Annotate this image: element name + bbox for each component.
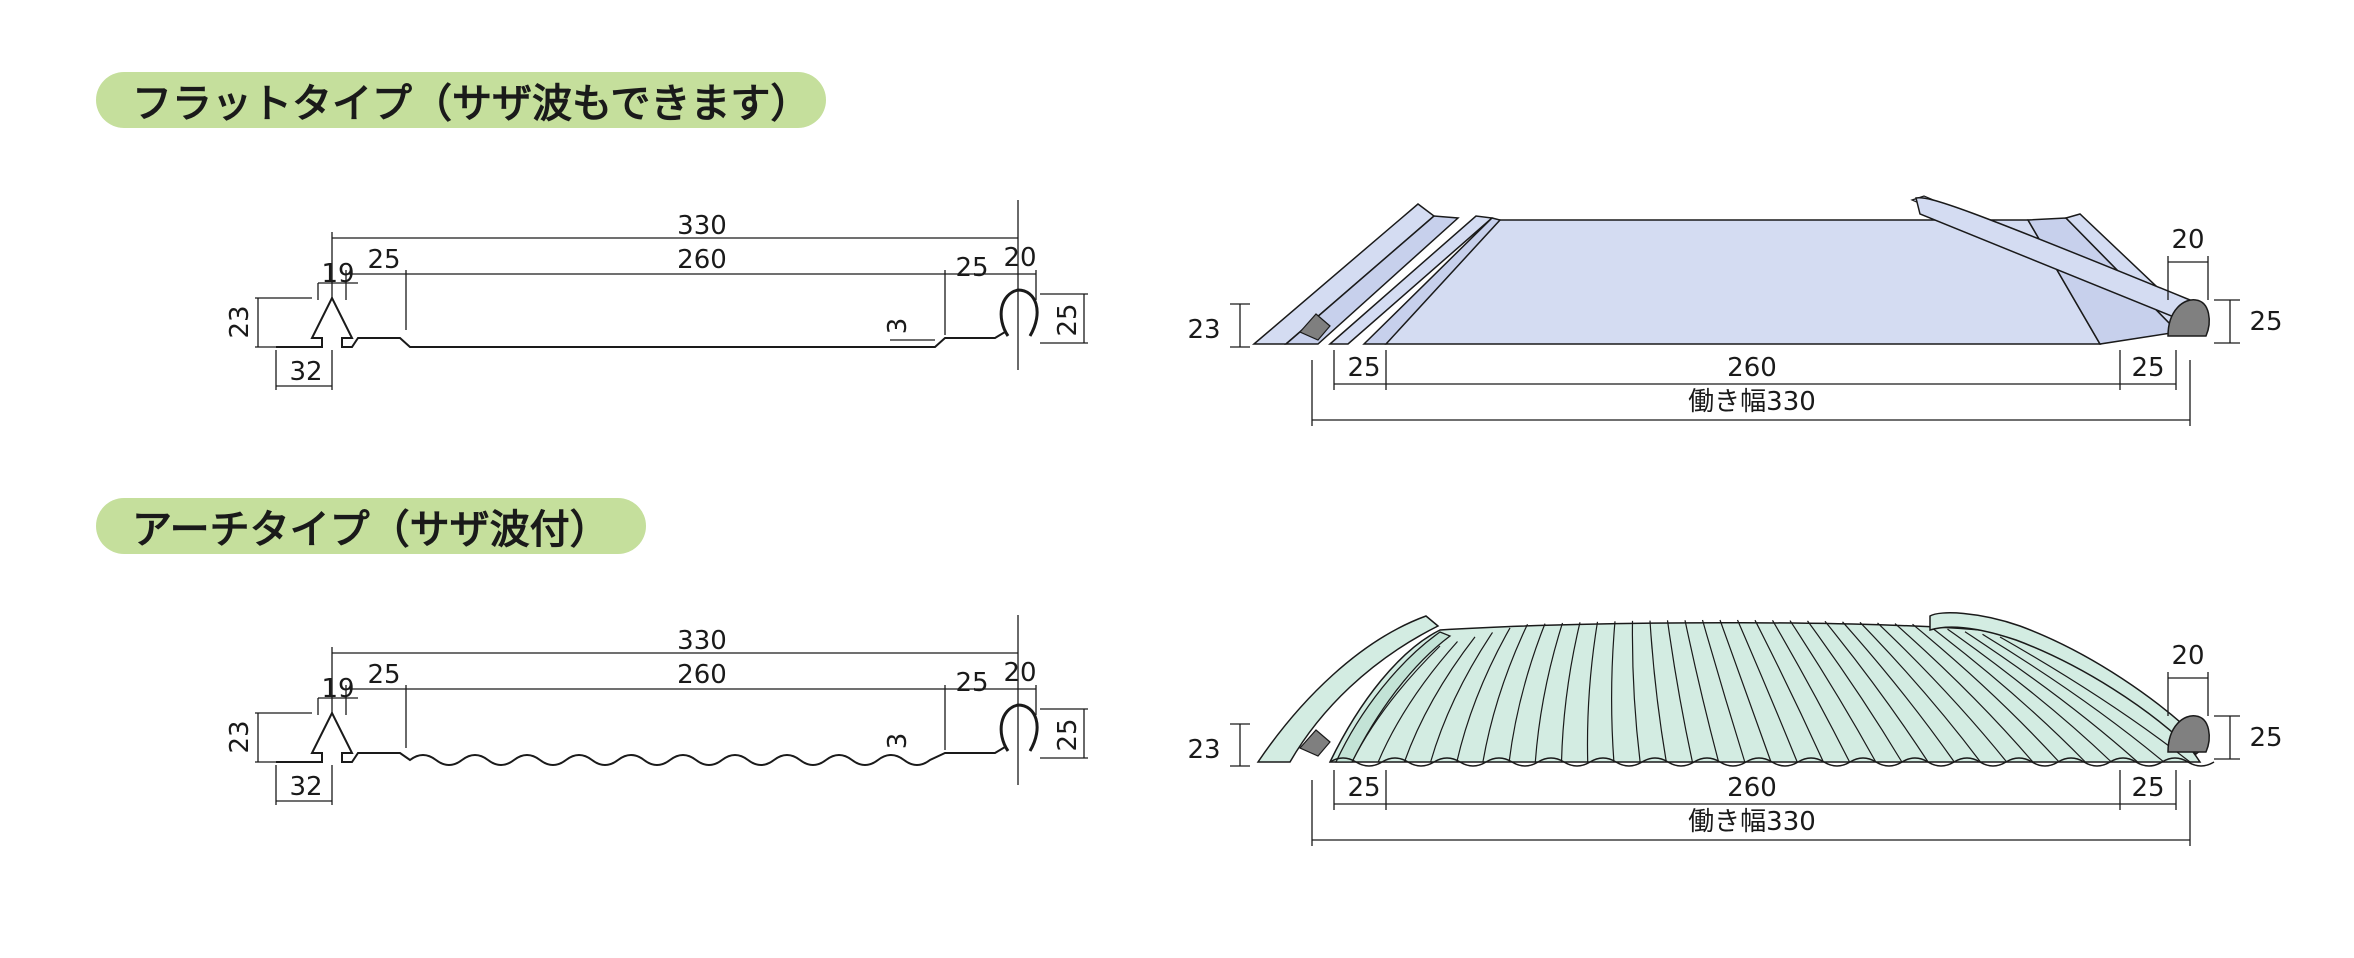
flat-profile-cap [999, 288, 1039, 337]
flat-persp-edge-right: 25 [2131, 353, 2164, 383]
arch-perspective: 23 25 260 25 働き幅330 20 25 [1187, 612, 2283, 846]
flat-profile-center: 260 [677, 245, 727, 275]
arch-panel-surface [1328, 621, 2202, 763]
arch-rib-line [1666, 620, 1693, 763]
arch-profile [255, 615, 1088, 805]
arch-rib-line [1894, 623, 2034, 763]
arch-cap-end [2167, 715, 2210, 753]
arch-profile-hook-depth: 32 [289, 772, 322, 802]
flat-perspective: 23 25 260 25 働き幅330 20 25 [1187, 195, 2283, 426]
arch-profile-rib-width: 19 [321, 674, 354, 704]
arch-rib-line [1377, 641, 1458, 763]
flat-profile-outline [276, 295, 1006, 348]
arch-rib-line [1824, 620, 1929, 763]
arch-rib-line [1789, 620, 1877, 763]
arch-rib-line [1403, 636, 1476, 763]
arch-persp-edge-right: 25 [2131, 773, 2164, 803]
arch-persp-cap-width: 20 [2171, 641, 2204, 671]
arch-persp-working-width: 働き幅330 [1688, 807, 1816, 837]
arch-rib-line [1456, 627, 1511, 763]
arch-profile-outline [276, 710, 1006, 766]
arch-rib-line [1631, 620, 1641, 763]
flat-profile-total: 330 [677, 211, 727, 241]
flat-persp-edge-left: 25 [1347, 353, 1380, 383]
flat-profile-edge-left: 25 [367, 245, 400, 275]
arch-rib-line [1430, 632, 1493, 763]
flat-profile-groove: 3 [883, 318, 913, 335]
arch-rib-line [1736, 619, 1798, 763]
arch-profile-total: 330 [677, 626, 727, 656]
arch-persp-edge-left: 25 [1347, 773, 1380, 803]
arch-profile-cap-width: 20 [1003, 658, 1036, 688]
arch-profile-edge-right: 25 [955, 668, 988, 698]
section-title-flat: フラットタイプ（サザ波もできます） [96, 72, 826, 128]
flat-profile-rib-width: 19 [321, 259, 354, 289]
arch-profile-edge-left: 25 [367, 660, 400, 690]
arch-rib-line [1807, 620, 1903, 763]
flat-profile-cap-height: 25 [1053, 303, 1083, 336]
arch-rib-line [1982, 633, 2165, 763]
flat-persp-cap-width: 20 [2171, 225, 2204, 255]
flat-cap-end [2167, 299, 2210, 337]
flat-profile-hook-depth: 32 [289, 357, 322, 387]
arch-profile-cap [999, 703, 1039, 752]
arch-persp-center: 260 [1727, 773, 1777, 803]
arch-rib-line [1560, 622, 1581, 763]
arch-rib-line [1947, 628, 2112, 763]
arch-rib-line [1719, 619, 1772, 763]
flat-profile-rib-height: 23 [225, 305, 255, 338]
section-title-flat-text: フラットタイプ（サザ波もできます） [132, 81, 811, 127]
arch-rib-line [1649, 620, 1667, 763]
arch-rib-line [1684, 620, 1720, 763]
arch-rib-line [1754, 619, 1824, 763]
flat-profile-edge-right: 25 [955, 253, 988, 283]
arch-profile-labels: 330 260 25 25 19 20 32 23 25 3 [225, 626, 1083, 802]
flat-persp-working-width: 働き幅330 [1688, 387, 1816, 417]
arch-profile-center: 260 [677, 660, 727, 690]
arch-profile-groove: 3 [883, 733, 913, 750]
flat-persp-cap-height: 25 [2249, 307, 2282, 337]
arch-rib-line [1482, 623, 1529, 763]
arch-rib-line [1611, 621, 1616, 763]
arch-rib-line [1964, 631, 2138, 763]
flat-profile-cap-width: 20 [1003, 243, 1036, 273]
arch-persp-cap-height: 25 [2249, 723, 2282, 753]
arch-persp-rib-height: 23 [1187, 735, 1220, 765]
flat-persp-rib-height: 23 [1187, 315, 1220, 345]
arch-profile-cap-height: 25 [1053, 718, 1083, 751]
arch-rib-line [1771, 619, 1851, 763]
flat-persp-center: 260 [1727, 353, 1777, 383]
arch-rib-line [1877, 622, 2008, 763]
section-title-arch: アーチタイプ（サザ波付） [96, 498, 646, 554]
arch-rib-line [1508, 623, 1546, 763]
arch-rib-line [1534, 622, 1564, 763]
arch-rib-line [1929, 625, 2086, 763]
arch-rib-line [1586, 621, 1599, 763]
arch-rib-line [1701, 619, 1746, 763]
flat-profile [255, 200, 1088, 390]
arch-rib-line [1859, 621, 1981, 763]
arch-rib-line [1912, 623, 2060, 763]
flat-profile-labels: 330 260 25 25 19 20 32 23 25 3 [225, 211, 1083, 387]
arch-profile-rib-height: 23 [225, 720, 255, 753]
arch-rib-line [1842, 621, 1955, 763]
section-title-arch-text: アーチタイプ（サザ波付） [132, 507, 610, 553]
